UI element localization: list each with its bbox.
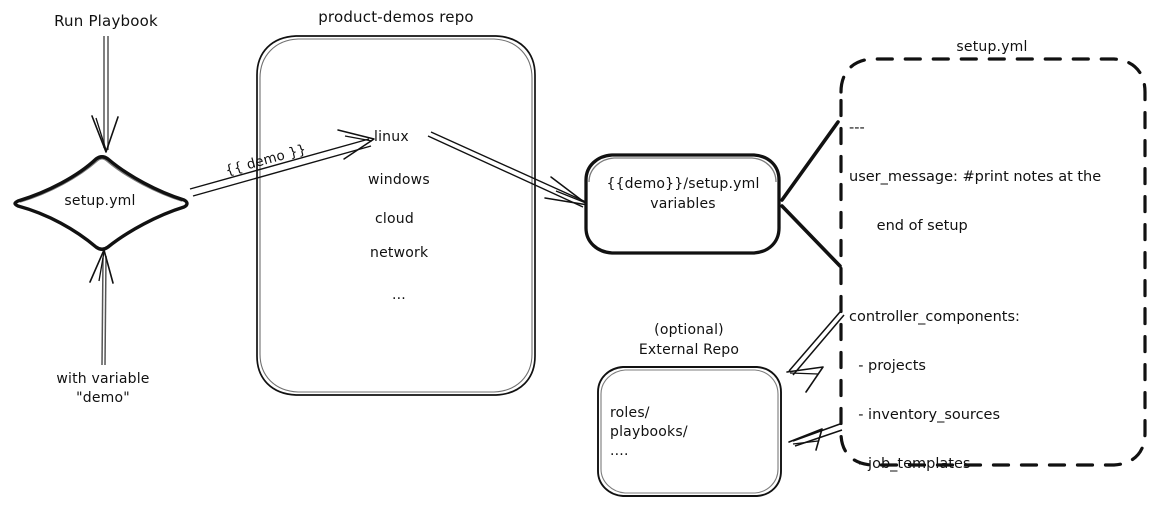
external-repo-title-line2: External Repo — [638, 342, 740, 358]
yml-line: - projects — [849, 358, 926, 374]
setup-yml-to-variables-lines — [780, 120, 842, 268]
with-variable-arrow — [89, 249, 114, 366]
setup-yml-diamond-shape[interactable] — [13, 155, 189, 251]
yml-line: user_message: #print notes at the — [849, 169, 1102, 185]
demo-variable-arrow — [189, 129, 375, 197]
variables-box-line1: {{demo}}/setup.yml — [606, 176, 760, 192]
setup-yml-panel-title: setup.yml — [956, 39, 1028, 55]
yml-line: controller_components: — [849, 309, 1020, 325]
with-variable-label-line1: with variable — [56, 371, 150, 387]
with-variable-label-line2: "demo" — [76, 390, 130, 406]
repo-item-network[interactable]: network — [370, 245, 429, 261]
repo-item-windows[interactable]: windows — [368, 172, 430, 188]
external-repo-box[interactable] — [597, 366, 782, 497]
external-repo-item-ellipsis: .... — [610, 443, 629, 459]
demo-setup-variables-box[interactable] — [584, 153, 781, 255]
product-demos-repo-title: product-demos repo — [318, 8, 474, 26]
yml-line: --- — [849, 120, 865, 136]
setup-yml-panel-content: --- user_message: #print notes at the en… — [849, 92, 1101, 505]
repo-item-ellipsis: ... — [392, 287, 406, 303]
yml-line: end of setup — [849, 218, 968, 234]
product-demos-repo-box[interactable] — [256, 35, 536, 396]
external-repo-title-line1: (optional) — [654, 322, 724, 338]
setup-yml-panel-box[interactable] — [839, 57, 1147, 467]
projects-to-external-repo-arrow — [786, 311, 845, 393]
external-repo-item-playbooks: playbooks/ — [610, 424, 688, 440]
jobtemplates-to-external-repo-arrow — [788, 423, 843, 451]
yml-spacer — [849, 268, 1101, 281]
yml-line: - job_templates — [849, 456, 971, 472]
repo-item-cloud[interactable]: cloud — [375, 211, 414, 227]
repo-item-linux[interactable]: linux — [374, 129, 409, 145]
run-playbook-label: Run Playbook — [54, 12, 158, 30]
setup-yml-diamond-label: setup.yml — [64, 193, 136, 209]
variables-box-line2: variables — [650, 196, 716, 212]
external-repo-item-roles: roles/ — [610, 405, 650, 421]
run-playbook-arrow — [91, 36, 119, 153]
yml-line: - inventory_sources — [849, 407, 1001, 423]
